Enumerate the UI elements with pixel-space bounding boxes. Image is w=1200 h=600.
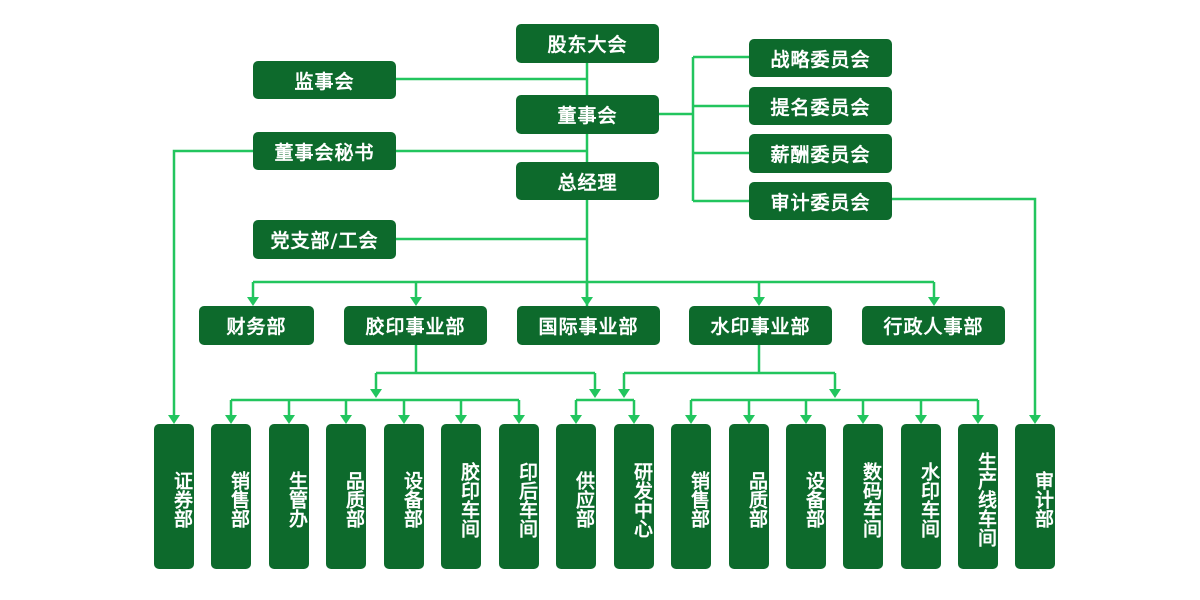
arrow-offset-left (370, 389, 382, 398)
node-board-secretary: 董事会秘书 (253, 132, 396, 170)
unit-rnd-center: 研发中心 (614, 424, 654, 569)
node-dept-offset: 胶印事业部 (344, 306, 487, 345)
arrow-water-unit-1 (743, 415, 755, 424)
node-committee-nomination: 提名委员会 (749, 87, 892, 125)
arrow-offset-unit-3 (398, 415, 410, 424)
unit-offset-equipment: 设备部 (384, 424, 424, 569)
unit-digital-workshop: 数码车间 (843, 424, 883, 569)
node-shareholders: 股东大会 (516, 24, 659, 63)
unit-production-line-workshop: 生产线车间 (958, 424, 998, 569)
unit-water-sales: 销售部 (671, 424, 711, 569)
arrow-water-left (618, 389, 630, 398)
arrow-water-unit-0 (685, 415, 697, 424)
unit-audit: 审计部 (1015, 424, 1055, 569)
unit-water-quality: 品质部 (729, 424, 769, 569)
node-dept-international: 国际事业部 (517, 306, 660, 345)
unit-supply: 供应部 (556, 424, 596, 569)
node-dept-admin-hr: 行政人事部 (862, 306, 1005, 345)
node-general-manager: 总经理 (516, 162, 659, 200)
unit-offset-quality: 品质部 (326, 424, 366, 569)
node-committee-compensation: 薪酬委员会 (749, 134, 892, 173)
arrow-securities (168, 415, 180, 424)
arrow-dept-4 (928, 297, 940, 306)
arrow-dept-0 (247, 297, 259, 306)
node-committee-strategy: 战略委员会 (749, 39, 892, 77)
unit-production-office: 生管办 (269, 424, 309, 569)
arrow-water-unit-3 (857, 415, 869, 424)
arrow-dept-1 (410, 297, 422, 306)
arrow-offset-unit-4 (455, 415, 467, 424)
node-party-union: 党支部/工会 (253, 220, 396, 259)
unit-postpress-workshop: 印后车间 (499, 424, 539, 569)
node-committee-audit: 审计委员会 (749, 182, 892, 220)
arrow-dept-2 (581, 297, 593, 306)
unit-offset-workshop: 胶印车间 (441, 424, 481, 569)
arrow-audit (1029, 415, 1041, 424)
arrow-dept-3 (753, 297, 765, 306)
arrow-offset-unit-2 (340, 415, 352, 424)
node-supervisors: 监事会 (253, 61, 396, 99)
arrow-offset-unit-0 (225, 415, 237, 424)
arrow-shared-unit-0 (570, 415, 582, 424)
arrow-offset-unit-1 (283, 415, 295, 424)
arrow-water-right (829, 389, 841, 398)
arrow-water-unit-4 (915, 415, 927, 424)
arrow-offset-right (589, 389, 601, 398)
unit-offset-sales: 销售部 (211, 424, 251, 569)
arrow-water-unit-5 (972, 415, 984, 424)
unit-water-equipment: 设备部 (786, 424, 826, 569)
node-dept-finance: 财务部 (199, 306, 314, 345)
arrow-water-unit-2 (800, 415, 812, 424)
line-secretary-securities (172, 149, 253, 415)
node-board: 董事会 (516, 95, 659, 134)
arrow-shared-unit-1 (628, 415, 640, 424)
node-dept-water: 水印事业部 (689, 306, 832, 345)
arrow-offset-unit-5 (513, 415, 525, 424)
unit-water-workshop: 水印车间 (901, 424, 941, 569)
line-audit-committee-dept (892, 197, 1037, 415)
unit-securities: 证券部 (154, 424, 194, 569)
